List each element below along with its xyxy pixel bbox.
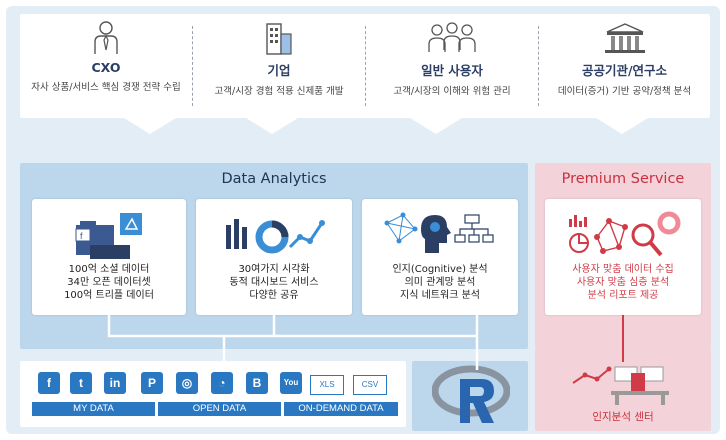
- card-line: 사용자 맞춤 데이터 수집: [572, 264, 674, 275]
- csv-file-icon: CSV: [353, 375, 387, 395]
- card-line: 34만 오픈 데이터셋: [67, 277, 151, 288]
- pinterest-icon: P: [141, 372, 163, 394]
- source-bar-my-data: MY DATA: [32, 402, 155, 416]
- audience-desc: 고객/시장 경험 적용 신제품 개발: [214, 86, 344, 97]
- person-tie-icon: [94, 21, 118, 54]
- pointer-arrow: [596, 118, 648, 134]
- pointer-arrow: [246, 118, 298, 134]
- audience-title: CXO: [91, 60, 121, 75]
- r-logo-icon: [432, 365, 510, 423]
- linkedin-icon: in: [104, 372, 126, 394]
- analytics-card-data: f 100억 소셜 데이터 34만 오픈 데이터셋 100억 트리플 데이터: [32, 199, 186, 315]
- pointer-arrow: [124, 118, 176, 134]
- blogger-icon: B: [246, 372, 268, 394]
- custom-analysis-icon: [569, 211, 681, 257]
- divider: [365, 26, 366, 106]
- card-line: 의미 관계망 분석: [404, 277, 476, 288]
- premium-card: 사용자 맞춤 데이터 수집 사용자 맞춤 심층 분석 분석 리포트 제공: [545, 199, 701, 315]
- xls-file-icon: XLS: [310, 375, 344, 395]
- source-bar-on-demand-data: ON-DEMAND DATA: [284, 402, 398, 416]
- audience-desc: 자사 상품/서비스 핵심 경쟁 전략 수립: [31, 82, 181, 93]
- card-line: 인지(Cognitive) 분석: [392, 264, 488, 275]
- analytics-card-cognitive: 인지(Cognitive) 분석 의미 관계망 분석 지식 네트워크 분석: [362, 199, 518, 315]
- audience-title: 공공기관/연구소: [581, 63, 668, 78]
- building-icon: [266, 23, 292, 55]
- card-line: 100억 트리플 데이터: [64, 290, 154, 301]
- data-analytics-panel: Data Analytics f 100억 소셜 데이터 34만 오픈 데이터셋…: [20, 163, 528, 349]
- panel-title: Data Analytics: [221, 171, 327, 187]
- audience-desc: 고객/시장의 이해와 위험 관리: [393, 86, 511, 97]
- card-line: 100억 소셜 데이터: [68, 264, 150, 275]
- cognitive-center-icon: [572, 366, 669, 405]
- card-line: 분석 리포트 제공: [587, 290, 659, 301]
- divider: [538, 26, 539, 106]
- rss-icon: ◔: [211, 372, 233, 394]
- cognitive-network-icon: [384, 212, 494, 253]
- twitter-icon: t: [70, 372, 92, 394]
- cognitive-center-panel: 인지분석 센터: [535, 349, 711, 431]
- card-line: 다양한 공유: [249, 290, 299, 301]
- audience-title: 기업: [267, 63, 291, 78]
- visualization-chart-icon: [226, 219, 325, 254]
- card-line: 30여가지 시각화: [238, 264, 310, 275]
- source-bar-open-data: OPEN DATA: [158, 402, 281, 416]
- audience-desc: 데이터(증거) 기반 공약/정책 분석: [557, 86, 692, 97]
- data-sources-panel: f t in P ◎ ◔ B You XLS CSV MY DATA OPEN …: [20, 361, 406, 427]
- users-group-icon: [428, 22, 476, 52]
- institution-icon: [604, 23, 645, 53]
- audience-general-user: 일반 사용자 고객/시장의 이해와 위험 관리: [366, 14, 538, 118]
- facebook-icon: f: [38, 372, 60, 394]
- r-logo-panel: [412, 361, 528, 431]
- divider: [192, 26, 193, 106]
- youtube-icon: You: [280, 372, 302, 394]
- social-data-folder-icon: f: [75, 213, 142, 259]
- card-line: 사용자 맞춤 심층 분석: [576, 277, 670, 288]
- premium-service-panel: Premium Service 사용자 맞춤 데이터 수집 사용자 맞춤 심층 …: [535, 163, 711, 349]
- pointer-arrow: [410, 118, 462, 134]
- card-line: 지식 네트워크 분석: [400, 290, 480, 301]
- dribbble-icon: ◎: [176, 372, 198, 394]
- audience-title: 일반 사용자: [421, 63, 483, 78]
- audience-enterprise: 기업 고객/시장 경험 적용 신제품 개발: [193, 14, 365, 118]
- svg-text:f: f: [80, 231, 83, 241]
- audience-public-institution: 공공기관/연구소 데이터(증거) 기반 공약/정책 분석: [539, 14, 710, 118]
- cognitive-center-label: 인지분석 센터: [592, 411, 654, 423]
- card-line: 동적 대시보드 서비스: [229, 277, 319, 288]
- panel-title: Premium Service: [561, 171, 685, 187]
- analytics-card-visualization: 30여가지 시각화 동적 대시보드 서비스 다양한 공유: [196, 199, 352, 315]
- audience-panel: CXO 자사 상품/서비스 핵심 경쟁 전략 수립 기업 고객/시장 경험 적용…: [20, 14, 710, 118]
- audience-cxo: CXO 자사 상품/서비스 핵심 경쟁 전략 수립: [20, 14, 192, 118]
